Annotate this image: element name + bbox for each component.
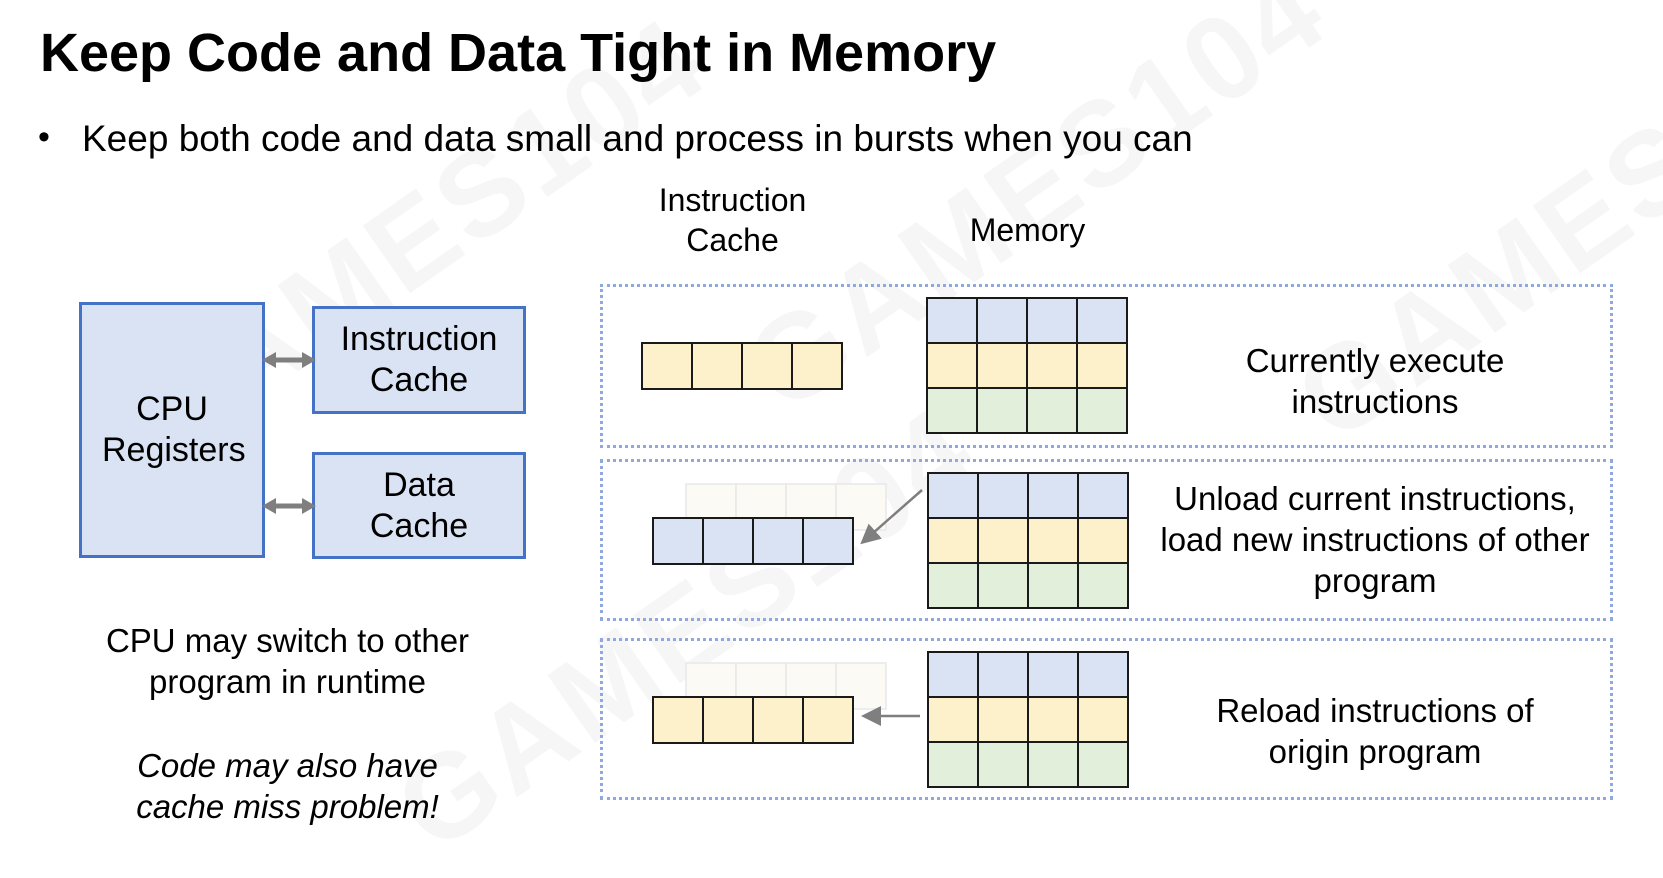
memory-cell	[1027, 562, 1079, 609]
ghost-cache-cell	[835, 662, 887, 710]
memory-cell	[927, 517, 979, 564]
bullet-marker: •	[38, 118, 50, 156]
memory-cell	[926, 342, 978, 389]
load-arrow	[860, 489, 923, 545]
memory-cell	[977, 651, 1029, 698]
arrow-head-right-1	[302, 498, 316, 514]
cache-cell	[802, 517, 854, 565]
memory-cell	[927, 651, 979, 698]
memory-cell	[977, 517, 1029, 564]
memory-cell	[977, 696, 1029, 743]
page-title: Keep Code and Data Tight in Memory	[40, 23, 997, 83]
memory-cell	[976, 342, 1028, 389]
cache-cell	[741, 342, 793, 390]
cache-cell	[652, 517, 704, 565]
arrow-head-right-0	[302, 352, 316, 368]
data-cache-label: Data Cache	[369, 465, 469, 545]
memory-header: Memory	[969, 212, 1086, 248]
memory-cell	[1077, 562, 1129, 609]
memory-cell	[1027, 517, 1079, 564]
memory-cell	[926, 297, 978, 344]
memory-cell	[1077, 472, 1129, 519]
memory-cell	[1027, 651, 1079, 698]
instruction-cache-box: Instruction Cache	[312, 306, 526, 414]
memory-cell	[1026, 297, 1078, 344]
memory-cell	[1077, 517, 1129, 564]
cache-cell	[752, 696, 804, 744]
row-label-reload: Reload instructions of origin program	[1216, 692, 1534, 770]
cache-cell	[702, 696, 754, 744]
panel-reload	[600, 638, 1613, 800]
memory-cell	[927, 562, 979, 609]
cache-cell	[691, 342, 743, 390]
instruction-cache-label: Instruction Cache	[340, 320, 498, 399]
instruction-cache-header: Instruction Cache	[658, 182, 807, 258]
memory-cell	[1027, 472, 1079, 519]
arrow-head-left-0	[262, 352, 276, 368]
memory-cell	[977, 741, 1029, 788]
cache-cell	[702, 517, 754, 565]
memory-cell	[1077, 696, 1129, 743]
diagram-graphics	[262, 297, 1129, 788]
switch-note: CPU may switch to other program in runti…	[105, 622, 470, 700]
memory-cell	[926, 387, 978, 434]
memory-cell	[1076, 387, 1128, 434]
memory-cell	[927, 741, 979, 788]
panel-current	[600, 284, 1613, 448]
arrow-head-left-1	[262, 498, 276, 514]
memory-cell	[977, 472, 1029, 519]
memory-cell	[1076, 297, 1128, 344]
row-label-switch: Unload current instructions, load new in…	[1160, 480, 1590, 599]
memory-cell	[1026, 387, 1078, 434]
cpu-registers-label: CPU Registers	[102, 390, 246, 469]
memory-cell	[977, 562, 1029, 609]
memory-cell	[976, 297, 1028, 344]
cpu-registers-box: CPU Registers	[79, 302, 265, 558]
bullet-text: Keep both code and data small and proces…	[82, 118, 1193, 159]
cache-cell	[641, 342, 693, 390]
row-label-current: Currently execute instructions	[1245, 342, 1505, 420]
cache-cell	[752, 517, 804, 565]
data-cache-box: Data Cache	[312, 452, 526, 559]
memory-cell	[1027, 741, 1079, 788]
panel-switch	[600, 459, 1613, 621]
cache-miss-note: Code may also have cache miss problem!	[136, 747, 439, 825]
memory-cell	[927, 472, 979, 519]
memory-cell	[1077, 651, 1129, 698]
memory-cell	[1027, 696, 1079, 743]
memory-cell	[976, 387, 1028, 434]
memory-cell	[927, 696, 979, 743]
cache-cell	[791, 342, 843, 390]
memory-cell	[1076, 342, 1128, 389]
cache-cell	[802, 696, 854, 744]
cache-cell	[652, 696, 704, 744]
memory-cell	[1026, 342, 1078, 389]
memory-cell	[1077, 741, 1129, 788]
